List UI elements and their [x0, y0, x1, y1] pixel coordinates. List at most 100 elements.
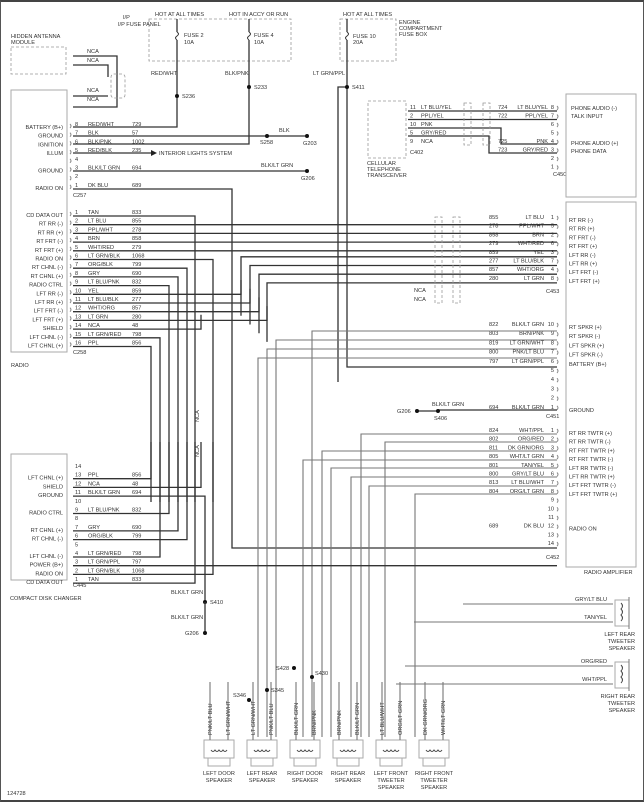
cell-shield-icon-2: [482, 102, 491, 146]
nca-4: NCA: [87, 97, 99, 103]
fuse-panel-label: I/P FUSE PANEL: [118, 22, 161, 28]
nca-2: NCA: [87, 58, 99, 64]
amp-pin-num: 7: [551, 480, 554, 486]
nca-vert-2: NCA: [195, 445, 201, 457]
s345-label: S345: [271, 688, 284, 694]
c258-wire-color: LT GRN: [88, 314, 108, 320]
s406-dot: [436, 409, 440, 413]
c445-pin-num: 5: [75, 542, 78, 548]
amp-wire-color: DK GRN/ORG: [508, 445, 544, 451]
s428-label: S428: [276, 666, 289, 672]
speaker-wire-color: LT GRN/WHT: [251, 700, 257, 735]
c257-label: C257: [73, 193, 86, 199]
c258-wire: [73, 284, 170, 502]
red-wht-label: RED/WHT: [151, 71, 178, 77]
c258-pin-label: LFT CHNL (-): [29, 335, 63, 341]
wire-lt-grn-ppl: [346, 19, 557, 368]
c445-pin-label: RT CHNL (-): [32, 537, 63, 543]
c258-pin-label: LFT FRT (-): [34, 309, 63, 315]
amp-pin-num: 4: [551, 377, 554, 383]
amplifier-title: RADIO AMPLIFIER: [584, 570, 633, 576]
connector-tab-icon: [69, 324, 72, 330]
amp-circuit: 278: [489, 224, 498, 230]
c445-pin-label: LFT CHNL (+): [28, 476, 63, 482]
amp-wire-color: LT BLU/WHT: [511, 480, 544, 486]
ip-label-1: I/P: [123, 15, 130, 21]
tweeter-wire-color: TAN/YEL: [584, 615, 607, 621]
c445-circuit: 694: [132, 490, 141, 496]
c451-ground-wire: [417, 409, 557, 412]
s346-label: S346: [233, 693, 246, 699]
c257-circuit: 235: [132, 148, 141, 154]
cell-title-1: CELLULAR: [367, 161, 396, 167]
c450-wire-color: PPL/YEL: [525, 114, 548, 120]
amplifier-box: [565, 201, 637, 568]
speaker-wire-color: BLK/LT GRN: [294, 703, 300, 735]
c258-pin-label: RT FRT (+): [35, 248, 63, 254]
connector-tab-icon: [69, 184, 72, 190]
amp-circuit: 803: [489, 331, 498, 337]
amp-circuit: 802: [489, 437, 498, 443]
c451-label: C451: [546, 414, 559, 420]
c258-wire-color: LT BLU/PNK: [88, 280, 120, 286]
engine-label-3: FUSE BOX: [399, 32, 428, 38]
fuse4-rating: 10A: [254, 40, 264, 46]
c258-wire-color: WHT/ORG: [88, 306, 115, 312]
s346-dot: [247, 698, 251, 702]
amp-circuit: 801: [489, 463, 498, 469]
c402-wire-color: PPL/YEL: [421, 114, 444, 120]
connector-tab-icon: [69, 237, 72, 243]
phone-label-3: PHONE AUDIO (+): [571, 141, 619, 147]
connector-tab-icon: [556, 233, 559, 238]
antenna-module-box: [10, 46, 67, 75]
c258-circuit: 1068: [132, 254, 144, 260]
c258-pin-num: 4: [75, 236, 78, 242]
c258-wire-color: ORG/BLK: [88, 262, 113, 268]
connector-tab-icon: [556, 224, 559, 230]
connector-tab-icon: [556, 454, 559, 460]
s258-label: S258: [260, 140, 273, 146]
speaker-wire-color: LT BLU/WHT: [380, 702, 386, 735]
amp-wire-color: WHT/RED: [518, 241, 544, 247]
c258-pin-num: 9: [75, 280, 78, 286]
speaker-wire-color: LT GRN/WHT: [226, 700, 232, 735]
c402-label: C402: [410, 150, 423, 156]
c445-wire: [73, 442, 196, 584]
wire-red-wht: [73, 19, 178, 128]
c451-wire: [311, 330, 557, 737]
c453-wire: [240, 256, 557, 316]
s236-label: S236: [182, 94, 195, 100]
c257-circuit: 694: [132, 166, 141, 172]
amp-pin-num: 4: [551, 454, 554, 460]
c257-pin-num: 3: [75, 166, 78, 172]
c258-pin-num: 12: [75, 306, 81, 312]
amp-wire-color: BLK/LT GRN: [512, 405, 544, 411]
tweeter-wire: [414, 603, 613, 623]
amp-wire-color: GRY/LT BLU: [512, 472, 544, 478]
c445-pin-num: 14: [75, 464, 81, 470]
connector-tab-icon: [69, 298, 72, 304]
amp-pin-num: 8: [551, 489, 554, 495]
speaker-wire: [252, 682, 272, 740]
speaker-wire-color: BLK/LT GRN: [355, 703, 361, 735]
c258-pin-label: RT CHNL (-): [32, 265, 63, 271]
connector-tab-icon: [69, 229, 72, 234]
amp-wire-color: BRN: [532, 232, 544, 238]
amp-pin-label: RT RR TWTR (-): [569, 440, 611, 446]
tweeter-wire-color: ORG/RED: [581, 659, 607, 665]
wire-blk-pnk: [73, 19, 250, 145]
speaker-base-icon: [422, 757, 446, 767]
tweeter-name: SPEAKER: [609, 708, 635, 714]
c402-pin-num: 11: [410, 105, 416, 111]
c258-wire-color: NCA: [88, 323, 100, 329]
tweeter-wire-color: GRY/LT BLU: [575, 597, 607, 603]
speaker-name: SPEAKER: [335, 778, 361, 784]
c258-pin-num: 1: [75, 210, 78, 216]
connector-tab-icon: [556, 250, 559, 256]
c258-circuit: 858: [132, 236, 141, 242]
c452-wire: [321, 450, 557, 737]
c445-pin-num: 10: [75, 499, 81, 505]
fuse10-icon: [345, 31, 349, 41]
antenna-title-2: MODULE: [11, 40, 35, 46]
